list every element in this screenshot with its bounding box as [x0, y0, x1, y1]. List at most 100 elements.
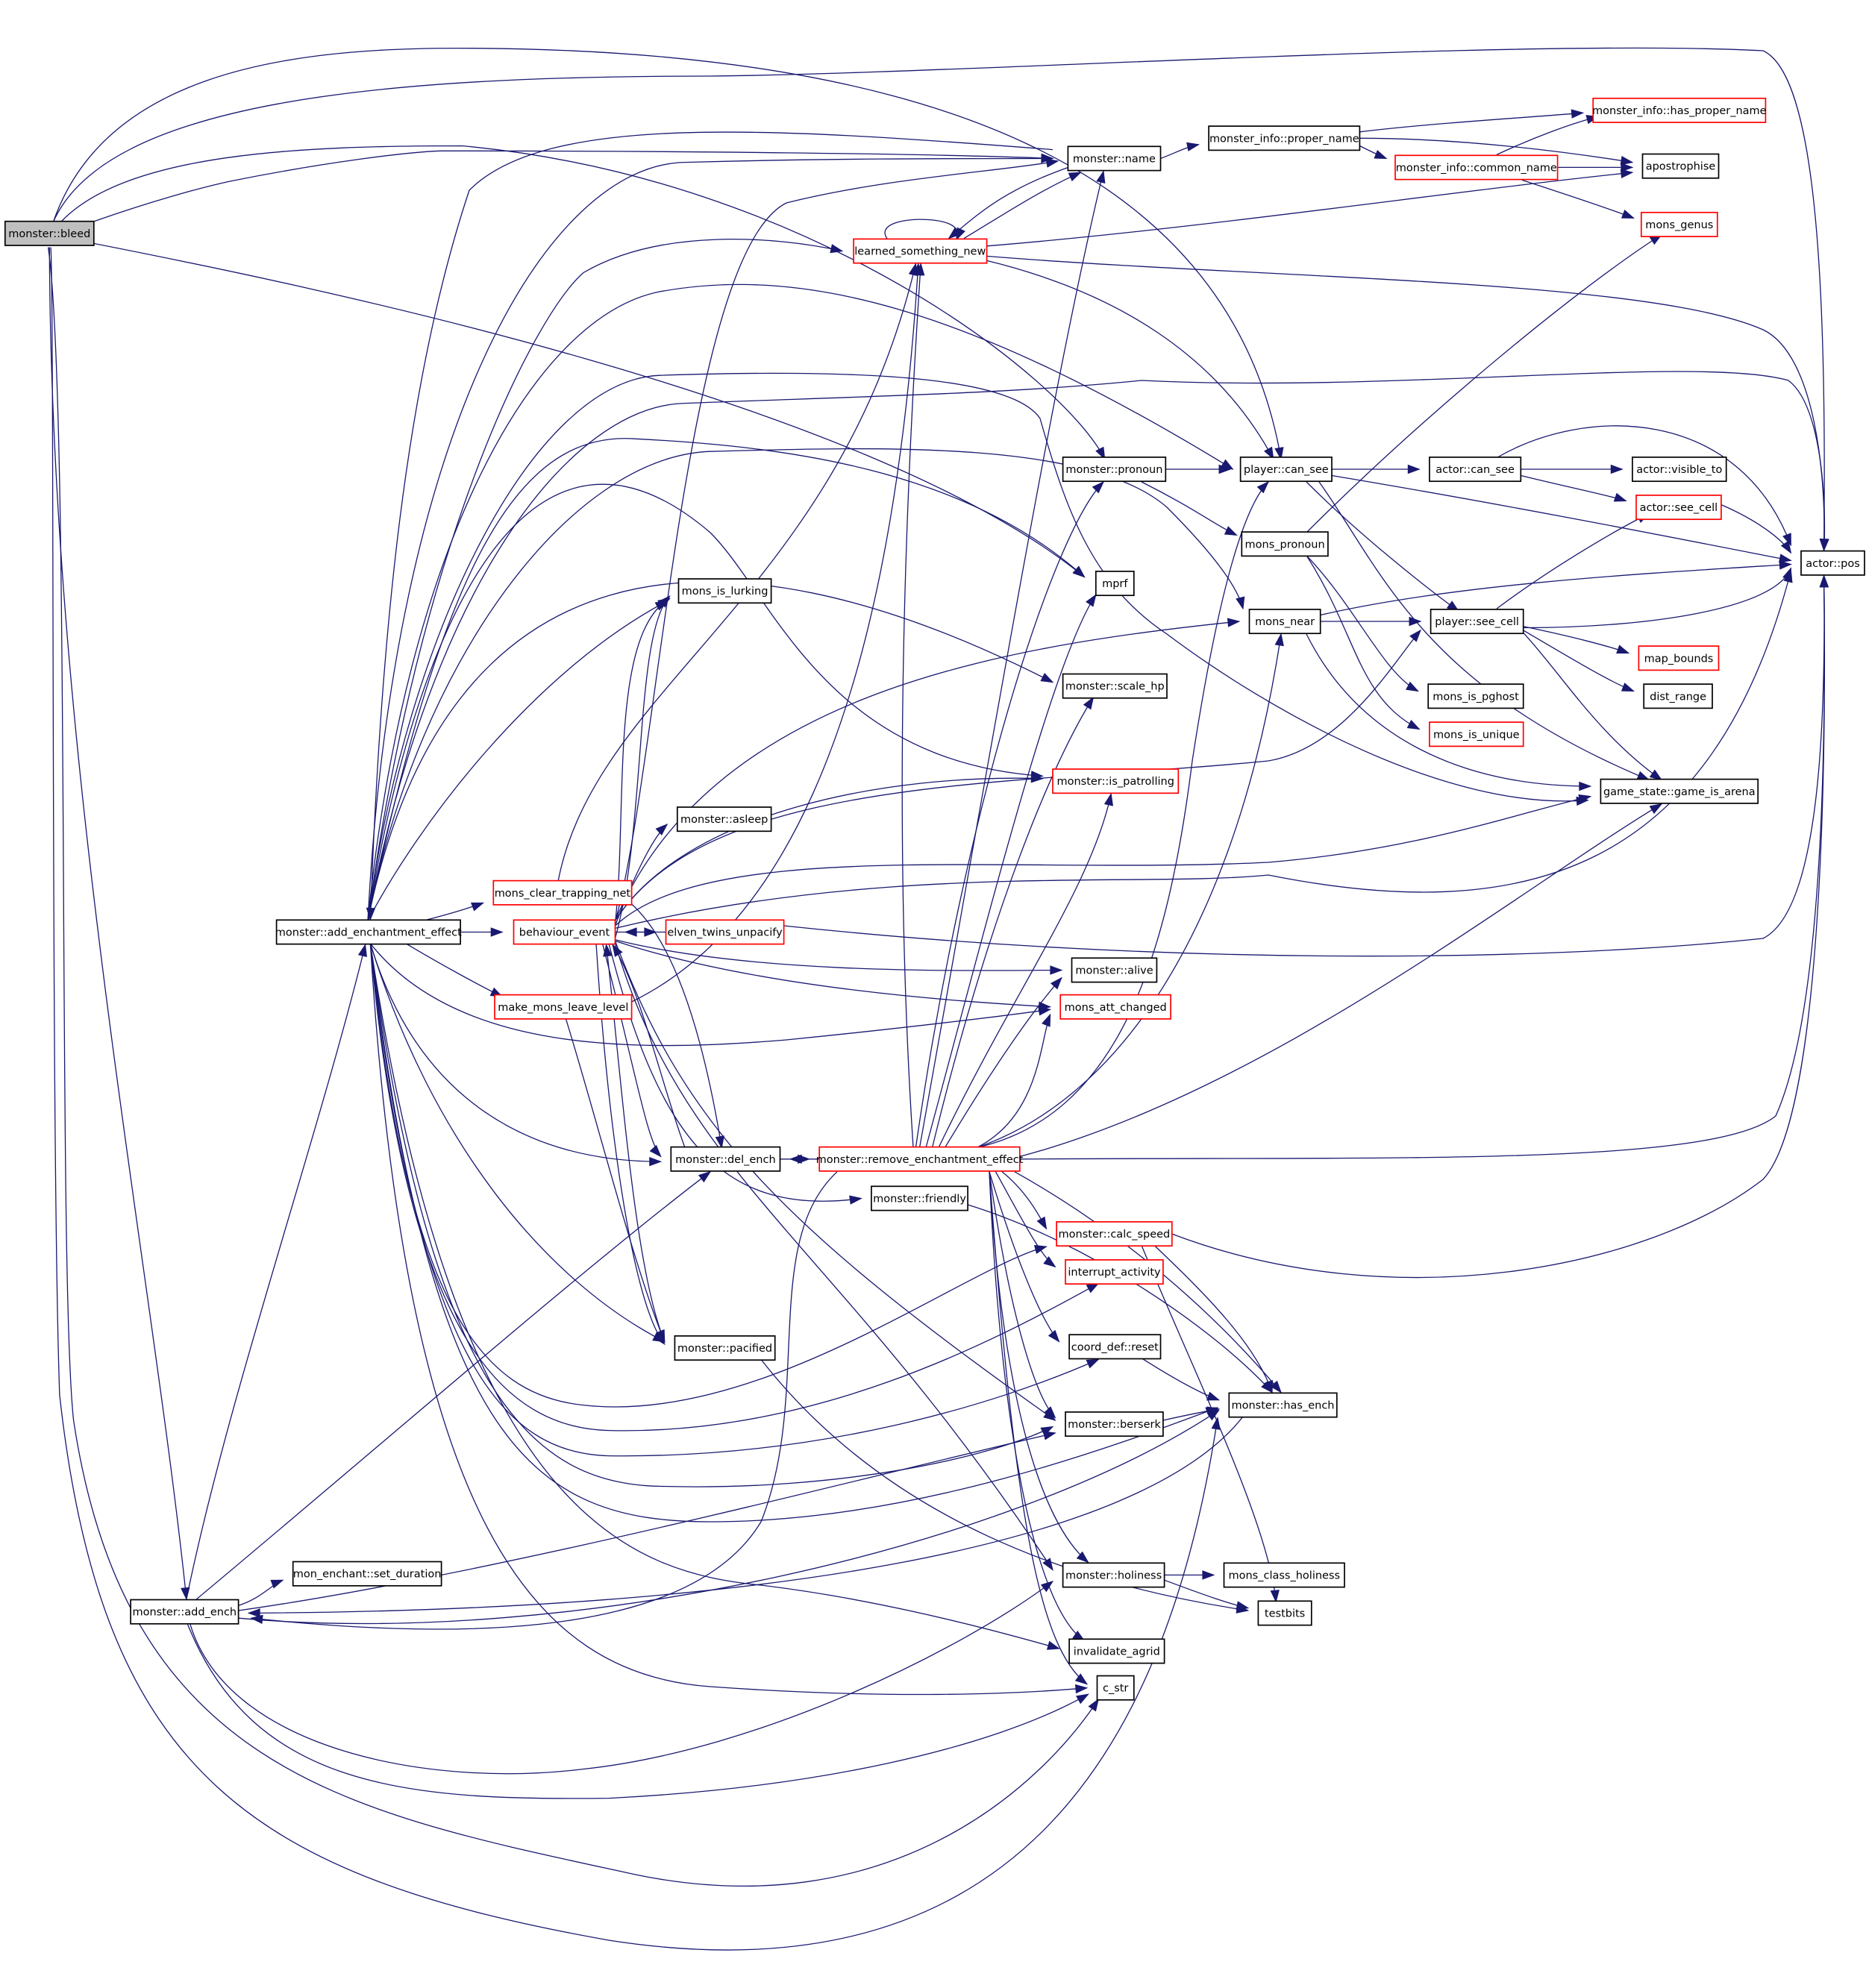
- node-box: [1429, 457, 1522, 483]
- node-c-str[interactable]: c_str: [1096, 1675, 1135, 1701]
- node-mons-clear-trapping-net[interactable]: mons_clear_trapping_net: [492, 879, 633, 906]
- node-label: mons_clear_trapping_net: [495, 888, 631, 900]
- node-del-ench[interactable]: monster::del_ench: [670, 1146, 781, 1172]
- edge-remove_enchantment_effect-to-scale_hp: [931, 696, 1095, 1148]
- node-pos[interactable]: actor::pos: [1800, 550, 1865, 576]
- node-elven-twins-unpacify[interactable]: elven_twins_unpacify: [665, 919, 785, 945]
- node-interrupt-activity[interactable]: interrupt_activity: [1065, 1259, 1164, 1285]
- node-friendly[interactable]: monster::friendly: [871, 1185, 968, 1211]
- edge-line: [1523, 630, 1634, 692]
- node-name[interactable]: monster::name: [1067, 145, 1162, 172]
- arrowhead: [1092, 480, 1105, 494]
- node-berserk[interactable]: monster::berserk: [1065, 1411, 1164, 1437]
- edge-learned_something_new-to-apostrophise: [986, 169, 1634, 247]
- node-calc-speed[interactable]: monster::calc_speed: [1056, 1221, 1173, 1247]
- node-box: [677, 578, 772, 604]
- node-label: learned_something_new: [854, 246, 986, 258]
- edge-line: [918, 171, 1104, 1148]
- edge-line: [989, 1171, 1059, 1343]
- edge-player_see_cell-to-see_cell: [1496, 512, 1650, 609]
- edge-holiness-to-testbits: [1164, 1579, 1250, 1611]
- edge-line: [367, 157, 1053, 921]
- edge-line: [47, 247, 1099, 1887]
- edge-remove_enchantment_effect-to-mons_near: [976, 633, 1284, 1149]
- arrowhead: [1236, 596, 1245, 610]
- node-mons-is-pghost[interactable]: mons_is_pghost: [1427, 683, 1524, 709]
- node-add-ench[interactable]: monster::add_ench: [130, 1599, 239, 1625]
- node-make-mons-leave-level[interactable]: make_mons_leave_level: [494, 994, 633, 1020]
- edge-line: [1721, 504, 1791, 554]
- arrowhead: [366, 907, 376, 921]
- node-has-proper-name[interactable]: monster_info::has_proper_name: [1592, 97, 1767, 123]
- edge-del_ench-to-behaviour_event: [612, 944, 686, 1148]
- node-bleed[interactable]: monster::bleed: [4, 220, 95, 246]
- node-see-cell[interactable]: actor::see_cell: [1635, 495, 1722, 521]
- node-box: [494, 994, 633, 1020]
- node-player-can-see[interactable]: player::can_see: [1239, 457, 1333, 483]
- node-actor-can-see[interactable]: actor::can_see: [1429, 457, 1522, 483]
- edge-behaviour_event-to-is_patrolling: [614, 774, 1044, 921]
- edge-line: [238, 1409, 1220, 1625]
- node-proper-name[interactable]: monster_info::proper_name: [1208, 125, 1361, 151]
- edge-line: [614, 943, 1053, 1570]
- edge-line: [986, 255, 1825, 551]
- node-remove-enchantment-effect[interactable]: monster::remove_enchantment_effect: [816, 1146, 1024, 1172]
- node-scale-hp[interactable]: monster::scale_hp: [1062, 673, 1168, 699]
- edge-line: [1496, 116, 1599, 155]
- node-has-ench[interactable]: monster::has_ench: [1228, 1392, 1338, 1418]
- node-mons-is-lurking[interactable]: mons_is_lurking: [677, 578, 772, 604]
- edge-line: [186, 944, 366, 1599]
- node-apostrophise[interactable]: apostrophise: [1641, 153, 1720, 179]
- edge-line: [251, 1171, 838, 1630]
- node-pacified[interactable]: monster::pacified: [674, 1335, 776, 1361]
- node-alive[interactable]: monster::alive: [1071, 957, 1158, 983]
- node-mons-near[interactable]: mons_near: [1248, 609, 1321, 635]
- node-is-patrolling[interactable]: monster::is_patrolling: [1052, 768, 1180, 794]
- node-set-duration[interactable]: mon_enchant::set_duration: [292, 1561, 442, 1587]
- node-player-see-cell[interactable]: player::see_cell: [1430, 609, 1524, 635]
- node-label: mons_is_lurking: [682, 586, 768, 598]
- node-mons-class-holiness[interactable]: mons_class_holiness: [1223, 1562, 1345, 1588]
- node-label: monster::berserk: [1068, 1419, 1161, 1431]
- edge-learned_something_new-to-name: [963, 172, 1082, 239]
- edge-line: [367, 371, 1826, 921]
- node-label: mons_pronoun: [1245, 539, 1325, 551]
- node-dist-range[interactable]: dist_range: [1643, 683, 1713, 709]
- edge-line: [367, 372, 1588, 921]
- edge-remove_enchantment_effect-to-calc_speed: [1001, 1171, 1048, 1230]
- node-box: [1643, 683, 1713, 709]
- node-game-is-arena[interactable]: game_state::game_is_arena: [1600, 778, 1759, 804]
- node-mons-pronoun[interactable]: mons_pronoun: [1241, 531, 1329, 557]
- node-behaviour-event[interactable]: behaviour_event: [513, 919, 616, 945]
- node-label: monster::remove_enchantment_effect: [816, 1154, 1024, 1166]
- node-visible-to[interactable]: actor::visible_to: [1632, 457, 1727, 483]
- node-mons-is-unique[interactable]: mons_is_unique: [1429, 721, 1524, 747]
- arrowhead: [1218, 464, 1232, 474]
- node-add-enchantment-effect[interactable]: monster::add_enchantment_effect: [275, 919, 462, 945]
- node-mons-att-changed[interactable]: mons_att_changed: [1059, 994, 1171, 1020]
- edge-add_enchantment_effect-to-mons_clear_trapping_net: [418, 902, 485, 923]
- node-mons-genus[interactable]: mons_genus: [1640, 211, 1718, 237]
- node-holiness[interactable]: monster::holiness: [1062, 1562, 1165, 1588]
- node-mprf[interactable]: mprf: [1095, 571, 1135, 597]
- node-learned-something-new[interactable]: learned_something_new: [853, 238, 988, 264]
- node-map-bounds[interactable]: map_bounds: [1638, 645, 1720, 671]
- node-testbits[interactable]: testbits: [1257, 1600, 1312, 1626]
- arrowhead: [1578, 794, 1592, 804]
- arrowhead: [1074, 1673, 1089, 1685]
- edge-add_enchantment_effect-to-player_can_see: [367, 283, 1234, 921]
- arrowhead: [1407, 464, 1421, 474]
- edge-line: [976, 481, 1269, 1149]
- arrowhead: [1076, 1693, 1089, 1705]
- node-invalidate-agrid[interactable]: invalidate_agrid: [1068, 1638, 1165, 1664]
- edge-player_see_cell-to-pos: [1523, 567, 1792, 629]
- node-asleep[interactable]: monster::asleep: [676, 806, 772, 832]
- node-pronoun[interactable]: monster::pronoun: [1062, 457, 1167, 483]
- edge-add_enchantment_effect-to-scale_hp: [367, 581, 1054, 921]
- arrowhead: [1086, 1358, 1100, 1369]
- node-reset[interactable]: coord_def::reset: [1068, 1334, 1162, 1360]
- edge-player_see_cell-to-game_is_arena: [1523, 632, 1663, 781]
- node-box: [1640, 211, 1718, 237]
- node-common-name[interactable]: monster_info::common_name: [1394, 154, 1559, 181]
- node-label: testbits: [1265, 1608, 1305, 1619]
